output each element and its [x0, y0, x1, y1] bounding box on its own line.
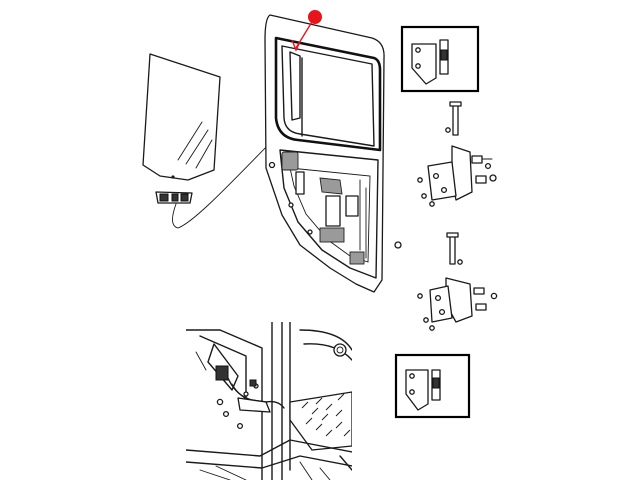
rear-door-shell [264, 14, 385, 293]
inset-lower-hinge [394, 353, 471, 419]
body-pillar-harness-detail [186, 322, 352, 480]
lower-hinge-assembly [417, 232, 498, 331]
loose-fastener [394, 241, 402, 249]
red-dot-icon [308, 10, 322, 24]
upper-hinge-assembly [417, 101, 497, 207]
callout-marker [291, 10, 322, 52]
glass-bracket [155, 191, 193, 204]
inset-upper-hinge [400, 25, 480, 93]
door-glass [142, 53, 221, 181]
